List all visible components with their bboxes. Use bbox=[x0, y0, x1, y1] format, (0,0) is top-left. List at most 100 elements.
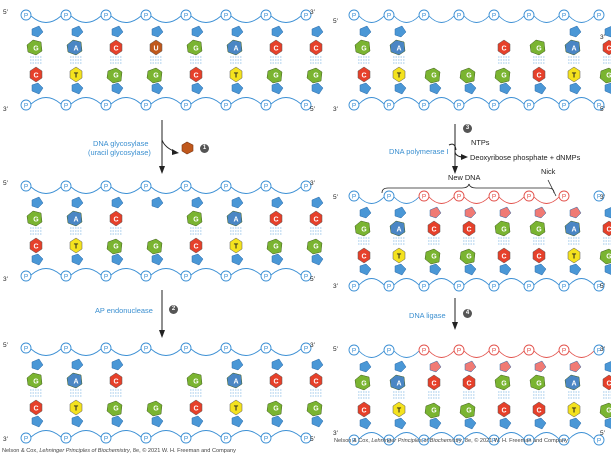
five-prime-end-label: 5′ bbox=[310, 436, 315, 443]
base-letter: G bbox=[536, 381, 542, 388]
phosphate-label: P bbox=[597, 193, 601, 200]
deoxyribose-sugar bbox=[271, 358, 284, 371]
phosphate-label: P bbox=[457, 283, 461, 290]
phosphate-circle bbox=[300, 180, 312, 192]
base-letter: G bbox=[361, 381, 367, 388]
backbone-strand bbox=[463, 350, 490, 358]
backbone-strand bbox=[270, 430, 302, 438]
base-shape bbox=[564, 39, 581, 56]
deoxyribose-sugar bbox=[71, 25, 84, 38]
phosphate-circle bbox=[418, 190, 430, 202]
base-letter: G bbox=[466, 408, 472, 415]
credit-suffix: , 8e, © 2021 W. H. Freeman and Company bbox=[461, 438, 568, 444]
phosphate-label: P bbox=[352, 437, 356, 444]
three-prime-end-label: 3′ bbox=[600, 34, 605, 41]
base-shape bbox=[66, 39, 83, 56]
base-letter: G bbox=[431, 254, 437, 261]
base-letter: A bbox=[73, 46, 78, 53]
base-shape bbox=[354, 220, 371, 237]
phosphate-circle bbox=[260, 180, 272, 192]
backbone-strand bbox=[150, 430, 182, 438]
deoxyribose-sugar bbox=[111, 358, 124, 371]
base-letter: G bbox=[193, 46, 199, 53]
deoxyribose-sugar bbox=[534, 417, 547, 430]
backbone-strand bbox=[358, 350, 385, 358]
phosphate-circle bbox=[180, 432, 192, 444]
base-letter: C bbox=[33, 244, 38, 251]
phosphate-label: P bbox=[184, 345, 188, 352]
phosphate-circle bbox=[180, 99, 192, 111]
base-letter: C bbox=[361, 408, 366, 415]
phosphate-circle bbox=[383, 190, 395, 202]
base-letter: G bbox=[273, 244, 279, 251]
backbone-strand bbox=[358, 97, 385, 105]
backbone-strand bbox=[230, 430, 262, 438]
phosphate-circle bbox=[558, 280, 570, 292]
glycosylase-label-line2: (uracil glycosylase) bbox=[88, 148, 151, 157]
deoxyribose-sugar bbox=[604, 263, 611, 275]
base-letter: C bbox=[193, 73, 198, 80]
phosphate-label: P bbox=[64, 102, 68, 109]
phosphate-label: P bbox=[304, 102, 308, 109]
base-letter: A bbox=[571, 46, 576, 53]
glycosylase-label-line1: DNA glycosylase bbox=[93, 139, 149, 148]
phosphate-circle bbox=[488, 344, 500, 356]
phosphate-circle bbox=[100, 432, 112, 444]
new-dna-label: New DNA bbox=[448, 173, 481, 182]
deoxyribose-sugar bbox=[231, 196, 244, 209]
base-shape bbox=[497, 247, 511, 264]
credit-line: Nelson & Cox, Lehninger Principles of Bi… bbox=[2, 448, 236, 454]
credit-prefix: Nelson & Cox, bbox=[334, 438, 372, 444]
credit-title: Lehninger Principles of Biochemistry bbox=[371, 438, 462, 444]
base-letter: G bbox=[273, 406, 279, 413]
backbone-strand bbox=[568, 97, 595, 105]
base-shape bbox=[459, 67, 476, 84]
base-shape bbox=[354, 374, 371, 391]
phosphate-circle bbox=[523, 99, 535, 111]
three-prime-end-label: 3′ bbox=[333, 106, 338, 113]
phosphate-label: P bbox=[422, 193, 426, 200]
deoxyribose-sugar bbox=[499, 263, 512, 276]
backbone-strand bbox=[463, 196, 490, 204]
deoxyribose-sugar bbox=[604, 26, 611, 38]
base-shape bbox=[529, 220, 546, 237]
backbone-strand bbox=[190, 97, 222, 105]
phosphate-circle bbox=[558, 9, 570, 21]
base-letter: C bbox=[606, 227, 611, 234]
phosphate-circle bbox=[488, 9, 500, 21]
phosphate-label: P bbox=[104, 345, 108, 352]
phosphate-circle bbox=[523, 280, 535, 292]
deoxyribose-sugar bbox=[231, 415, 244, 428]
phosphate-circle bbox=[593, 9, 605, 21]
base-letter: C bbox=[313, 379, 318, 386]
phosphate-label: P bbox=[527, 102, 531, 109]
deoxyribose-sugar bbox=[231, 82, 244, 95]
backbone-strand bbox=[498, 97, 525, 105]
phosphate-circle bbox=[558, 344, 570, 356]
base-shape bbox=[29, 399, 43, 416]
base-shape bbox=[602, 220, 611, 237]
base-letter: G bbox=[273, 73, 279, 80]
phosphate-circle bbox=[453, 9, 465, 21]
base-letter: C bbox=[466, 227, 471, 234]
phosphate-label: P bbox=[527, 347, 531, 354]
deoxyribose-sugar bbox=[569, 25, 582, 38]
deoxyribose-sugar bbox=[429, 206, 442, 219]
phosphate-label: P bbox=[597, 437, 601, 444]
base-shape bbox=[309, 210, 323, 227]
backbone-strand bbox=[428, 97, 455, 105]
deoxyribose-sugar bbox=[534, 82, 547, 95]
deoxyribose-sugar bbox=[359, 82, 372, 95]
base-letter: C bbox=[536, 408, 541, 415]
base-letter: G bbox=[501, 227, 507, 234]
base-shape bbox=[567, 247, 581, 264]
base-letter: C bbox=[273, 217, 278, 224]
base-letter: C bbox=[273, 46, 278, 53]
backbone-strand bbox=[270, 268, 302, 276]
backbone-strand bbox=[428, 432, 455, 440]
base-letter: A bbox=[396, 46, 401, 53]
base-letter: T bbox=[234, 406, 239, 413]
base-letter: C bbox=[501, 46, 506, 53]
phosphate-label: P bbox=[24, 102, 28, 109]
deoxyribose-sugar bbox=[359, 360, 372, 373]
